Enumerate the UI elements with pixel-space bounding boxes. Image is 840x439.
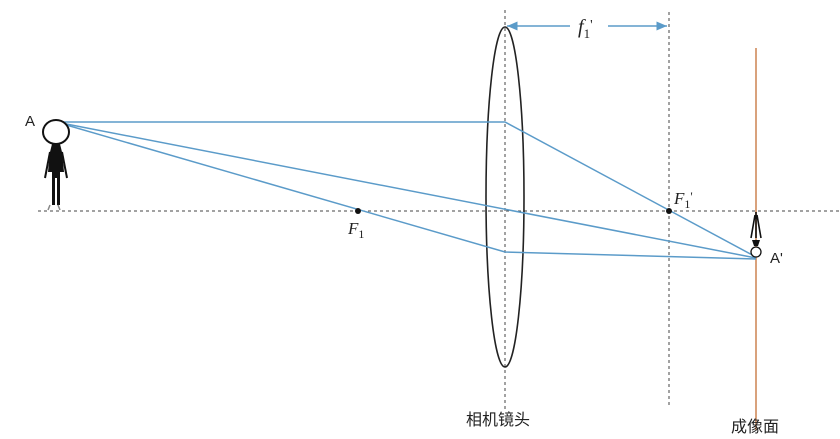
focal-point-f1 <box>355 208 361 214</box>
focal-point-f1-prime <box>666 208 672 214</box>
light-rays <box>55 121 757 260</box>
focal-length-label: f1' <box>578 16 593 41</box>
parallel-ray <box>56 121 757 258</box>
focal-point-f1-label: F1 <box>347 219 364 241</box>
lens-caption: 相机镜头 <box>466 410 530 429</box>
chief-ray <box>55 121 757 259</box>
camera-lens <box>485 26 525 368</box>
person-figure-icon <box>42 119 70 211</box>
image-focal-point-label: F1' <box>673 189 693 211</box>
sensor-caption: 成像面 <box>731 418 779 436</box>
image-point-label: A' <box>770 250 783 267</box>
focal-ray <box>55 121 757 260</box>
object-point-label: A <box>25 113 35 130</box>
inverted-image-figure-icon <box>750 212 762 258</box>
